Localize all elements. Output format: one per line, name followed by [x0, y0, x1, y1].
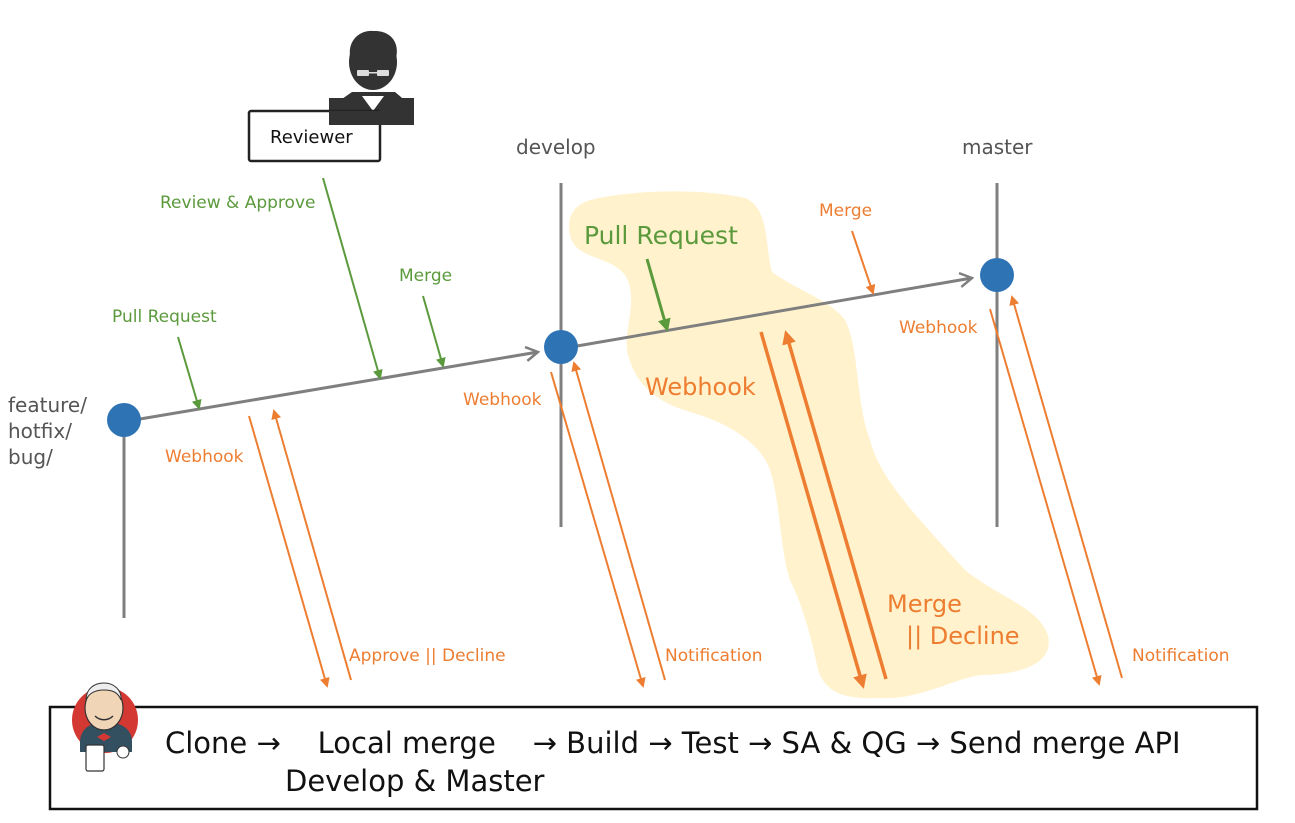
- jenkins-butler-icon: [72, 682, 138, 772]
- master-branch-label: master: [962, 135, 1033, 159]
- reviewer-label: Reviewer: [270, 127, 353, 148]
- highlight-area: [569, 191, 1049, 699]
- webhook-feature-arrow: [248, 415, 330, 688]
- master-commit-node[interactable]: [980, 258, 1014, 292]
- pull-request-feature-arrow: [177, 336, 202, 410]
- webhook-master-arrow: [989, 308, 1102, 686]
- merge-master-label: Merge: [819, 201, 872, 221]
- notification-master-arrow: [1009, 295, 1123, 679]
- notification-develop-label: Notification: [665, 646, 763, 666]
- webhook-develop-big-arrow: [759, 331, 867, 689]
- merge-master-arrow: [851, 230, 876, 295]
- merge-feature-arrow: [422, 295, 446, 368]
- develop-commit-node[interactable]: [544, 330, 578, 364]
- pull-request-develop-arrow: [645, 258, 671, 332]
- reviewer-icon: [329, 30, 414, 125]
- jenkins-pipeline-box: [48, 705, 1259, 811]
- notification-develop-arrow: [571, 361, 666, 681]
- pull-request-feature-label: Pull Request: [112, 307, 217, 327]
- develop-to-master-arrow: [576, 278, 972, 348]
- notification-master-label: Notification: [1132, 646, 1230, 666]
- pipeline-line-2: Develop & Master: [285, 764, 545, 798]
- webhook-feature-label: Webhook: [165, 447, 244, 467]
- merge-feature-label: Merge: [399, 266, 452, 286]
- review-approve-arrow: [322, 177, 383, 380]
- approve-decline-arrow: [271, 409, 352, 681]
- approve-decline-label: Approve || Decline: [349, 646, 506, 666]
- review-approve-label: Review & Approve: [160, 193, 315, 213]
- merge-decline-arrow: [782, 330, 888, 680]
- feature-to-develop-arrow: [139, 352, 538, 421]
- develop-branch-label: develop: [516, 135, 596, 159]
- feature-branch-label: feature/ hotfix/ bug/: [8, 393, 93, 469]
- webhook-master-label: Webhook: [899, 318, 978, 338]
- pipeline-line-1: Clone → Local merge → Build → Test → SA …: [165, 726, 1181, 760]
- webhook-develop-label: Webhook: [463, 390, 542, 410]
- feature-commit-node[interactable]: [107, 403, 141, 437]
- webhook-develop-big-label: Webhook: [645, 373, 756, 401]
- pull-request-develop-label: Pull Request: [584, 221, 738, 250]
- webhook-develop-arrow: [550, 371, 646, 688]
- merge-decline-label: Merge || Decline: [887, 590, 1020, 650]
